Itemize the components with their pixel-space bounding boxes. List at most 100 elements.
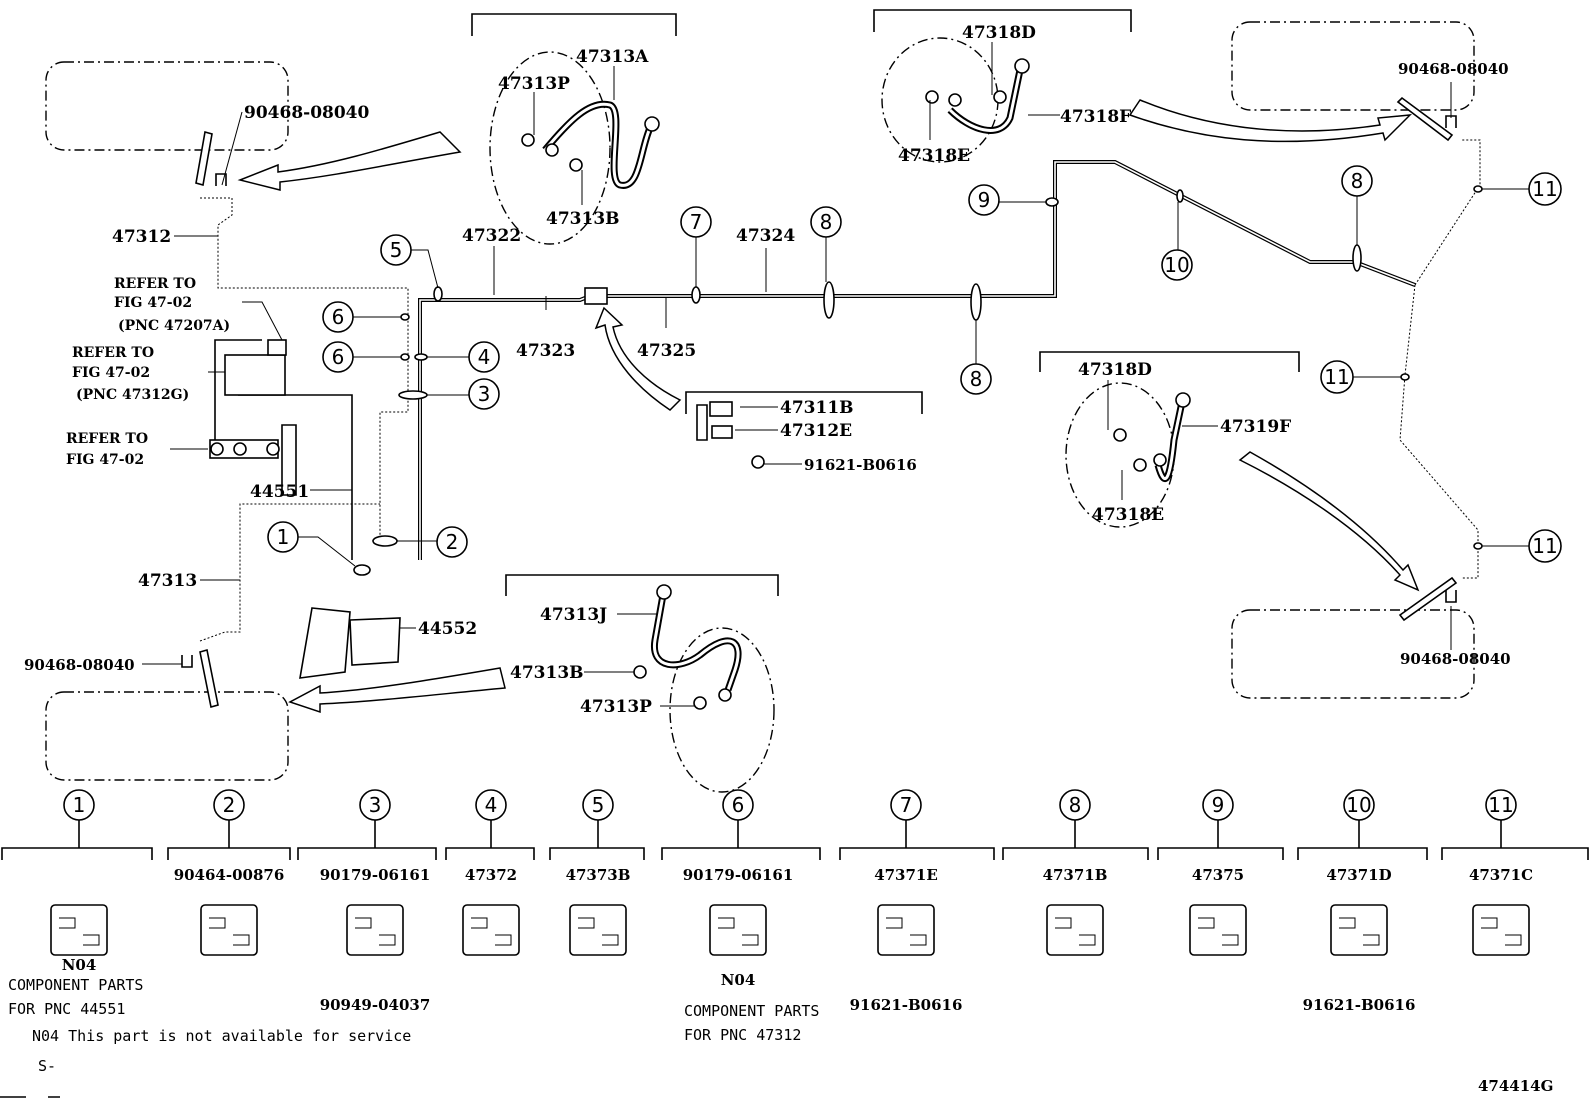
hose-47318F-inner [948, 69, 1022, 132]
callout-8b: 8 [960, 320, 992, 395]
svg-text:REFER TO: REFER TO [114, 276, 196, 292]
svg-text:3: 3 [478, 382, 491, 406]
abs-port [210, 442, 224, 456]
callout-11c: 11 [1482, 529, 1562, 563]
bracket-plate [696, 404, 708, 441]
wheel-outline-rear-right-bottom [1231, 609, 1475, 699]
legend-bracket [445, 820, 535, 860]
clip-marker-8c [1352, 244, 1362, 272]
legend-part-detail [1339, 917, 1380, 946]
label-44551: 44551 [250, 482, 309, 502]
bolt-91621-mid [751, 455, 765, 469]
label-47318D-mid: 47318D [1078, 360, 1152, 380]
svg-text:8: 8 [970, 367, 983, 391]
clip-marker-9 [1045, 197, 1059, 207]
label-44552: 44552 [418, 619, 477, 639]
refer-note-47-02: REFER TO FIG 47-02 [66, 431, 148, 468]
legend-callout-number: 9 [1212, 793, 1225, 817]
label-47313P-top: 47313P [498, 74, 570, 94]
clip-marker-7 [691, 286, 701, 304]
svg-text:8: 8 [1351, 169, 1364, 193]
legend-callout-number: 4 [485, 793, 498, 817]
hose-bracket-front-left-top [195, 130, 213, 187]
legend-part-drawing [1330, 904, 1388, 956]
clip-marker-8b [970, 283, 982, 321]
legend-part-detail [209, 917, 250, 946]
legend-item-4: 4 47372 [445, 789, 535, 956]
fitting-47318F [1014, 58, 1030, 74]
callout-8a: 8 [810, 206, 842, 282]
banjo-47313A [545, 143, 559, 157]
refer-note-47207A: REFER TO FIG 47-02 (PNC 47207A) [114, 276, 230, 334]
clip-marker-1 [353, 564, 371, 576]
label-47313P-bot: 47313P [580, 697, 652, 717]
callout-11b: 11 [1320, 360, 1401, 394]
clip-marker-11b [1400, 373, 1410, 381]
svg-text:11: 11 [1532, 177, 1557, 201]
legend-part-drawing [200, 904, 258, 956]
callout-6b: 6 [322, 341, 401, 373]
svg-text:8: 8 [820, 210, 833, 234]
label-47313: 47313 [138, 571, 197, 591]
label-47318D-top: 47318D [962, 23, 1036, 43]
fitting-47313A [644, 116, 660, 132]
svg-text:11: 11 [1324, 365, 1349, 389]
legend-bracket [1297, 820, 1428, 860]
label-47312E: 47312E [780, 421, 852, 441]
legend-part-number: 90949-04037 [320, 996, 431, 1014]
legend-part-detail [59, 917, 100, 946]
legend-part-number: 90179-06161 [683, 866, 794, 884]
callout-1: 1 [267, 521, 356, 567]
bolt-47313B-bot [633, 665, 647, 679]
legend-bracket [661, 820, 821, 860]
actuator-44552-body [349, 617, 401, 666]
legend-part-number: 90464-00876 [174, 866, 285, 884]
brake-line-47312 [200, 197, 409, 540]
proportioning-valve [224, 354, 286, 396]
callout-8c: 8 [1341, 165, 1373, 245]
label-47322: 47322 [462, 226, 521, 246]
legend-part-number: 47372 [465, 866, 517, 884]
bolt-47313B-top [569, 158, 583, 172]
wheel-outline-rear-right-top [1231, 21, 1475, 111]
hose-bracket-rear-right-bottom [1398, 576, 1458, 622]
clip-marker-6a [400, 313, 410, 321]
legend-part-detail [1055, 917, 1096, 946]
clip-90468-br [1445, 590, 1457, 603]
svg-text:(PNC 47312G): (PNC 47312G) [76, 387, 189, 403]
legend-bracket [1157, 820, 1284, 860]
legend-callout-number: 1 [73, 793, 86, 817]
dashdot-circle-47313J [669, 627, 775, 793]
svg-text:6: 6 [332, 305, 345, 329]
clip-marker-4 [414, 353, 428, 361]
fitting-47319F [1175, 392, 1191, 408]
legend-part-number: 47371C [1469, 866, 1533, 884]
legend-bracket [1441, 820, 1589, 860]
footnote-n04: N04 This part is not available for servi… [32, 1027, 411, 1045]
callout-11a: 11 [1482, 172, 1562, 206]
legend-part-number: N04 [62, 956, 97, 974]
dashdot-circle-47318F [881, 37, 999, 163]
legend-callout-number: 8 [1069, 793, 1082, 817]
legend-part-drawing [346, 904, 404, 956]
banjo-47313J [718, 688, 732, 702]
clip-90468-bl [181, 655, 193, 668]
nut-47318E-top [925, 90, 939, 104]
arrow-to-rear-right-bottom [1238, 451, 1420, 592]
legend-part-drawing [1472, 904, 1530, 956]
figure-id: 474414G [1478, 1077, 1553, 1095]
label-91621-B0616-mid: 91621-B0616 [804, 456, 917, 474]
clamp-47312E [711, 425, 733, 439]
label-47313A: 47313A [576, 47, 649, 67]
label-47313J: 47313J [540, 605, 607, 625]
bolt-47318D-mid [1113, 428, 1127, 442]
svg-text:FIG 47-02: FIG 47-02 [66, 452, 144, 468]
label-47313B-top: 47313B [546, 209, 620, 229]
nut-47313P-top [521, 133, 535, 147]
legend-part-number: 47371D [1326, 866, 1391, 884]
legend-callout-number: 11 [1488, 793, 1513, 817]
